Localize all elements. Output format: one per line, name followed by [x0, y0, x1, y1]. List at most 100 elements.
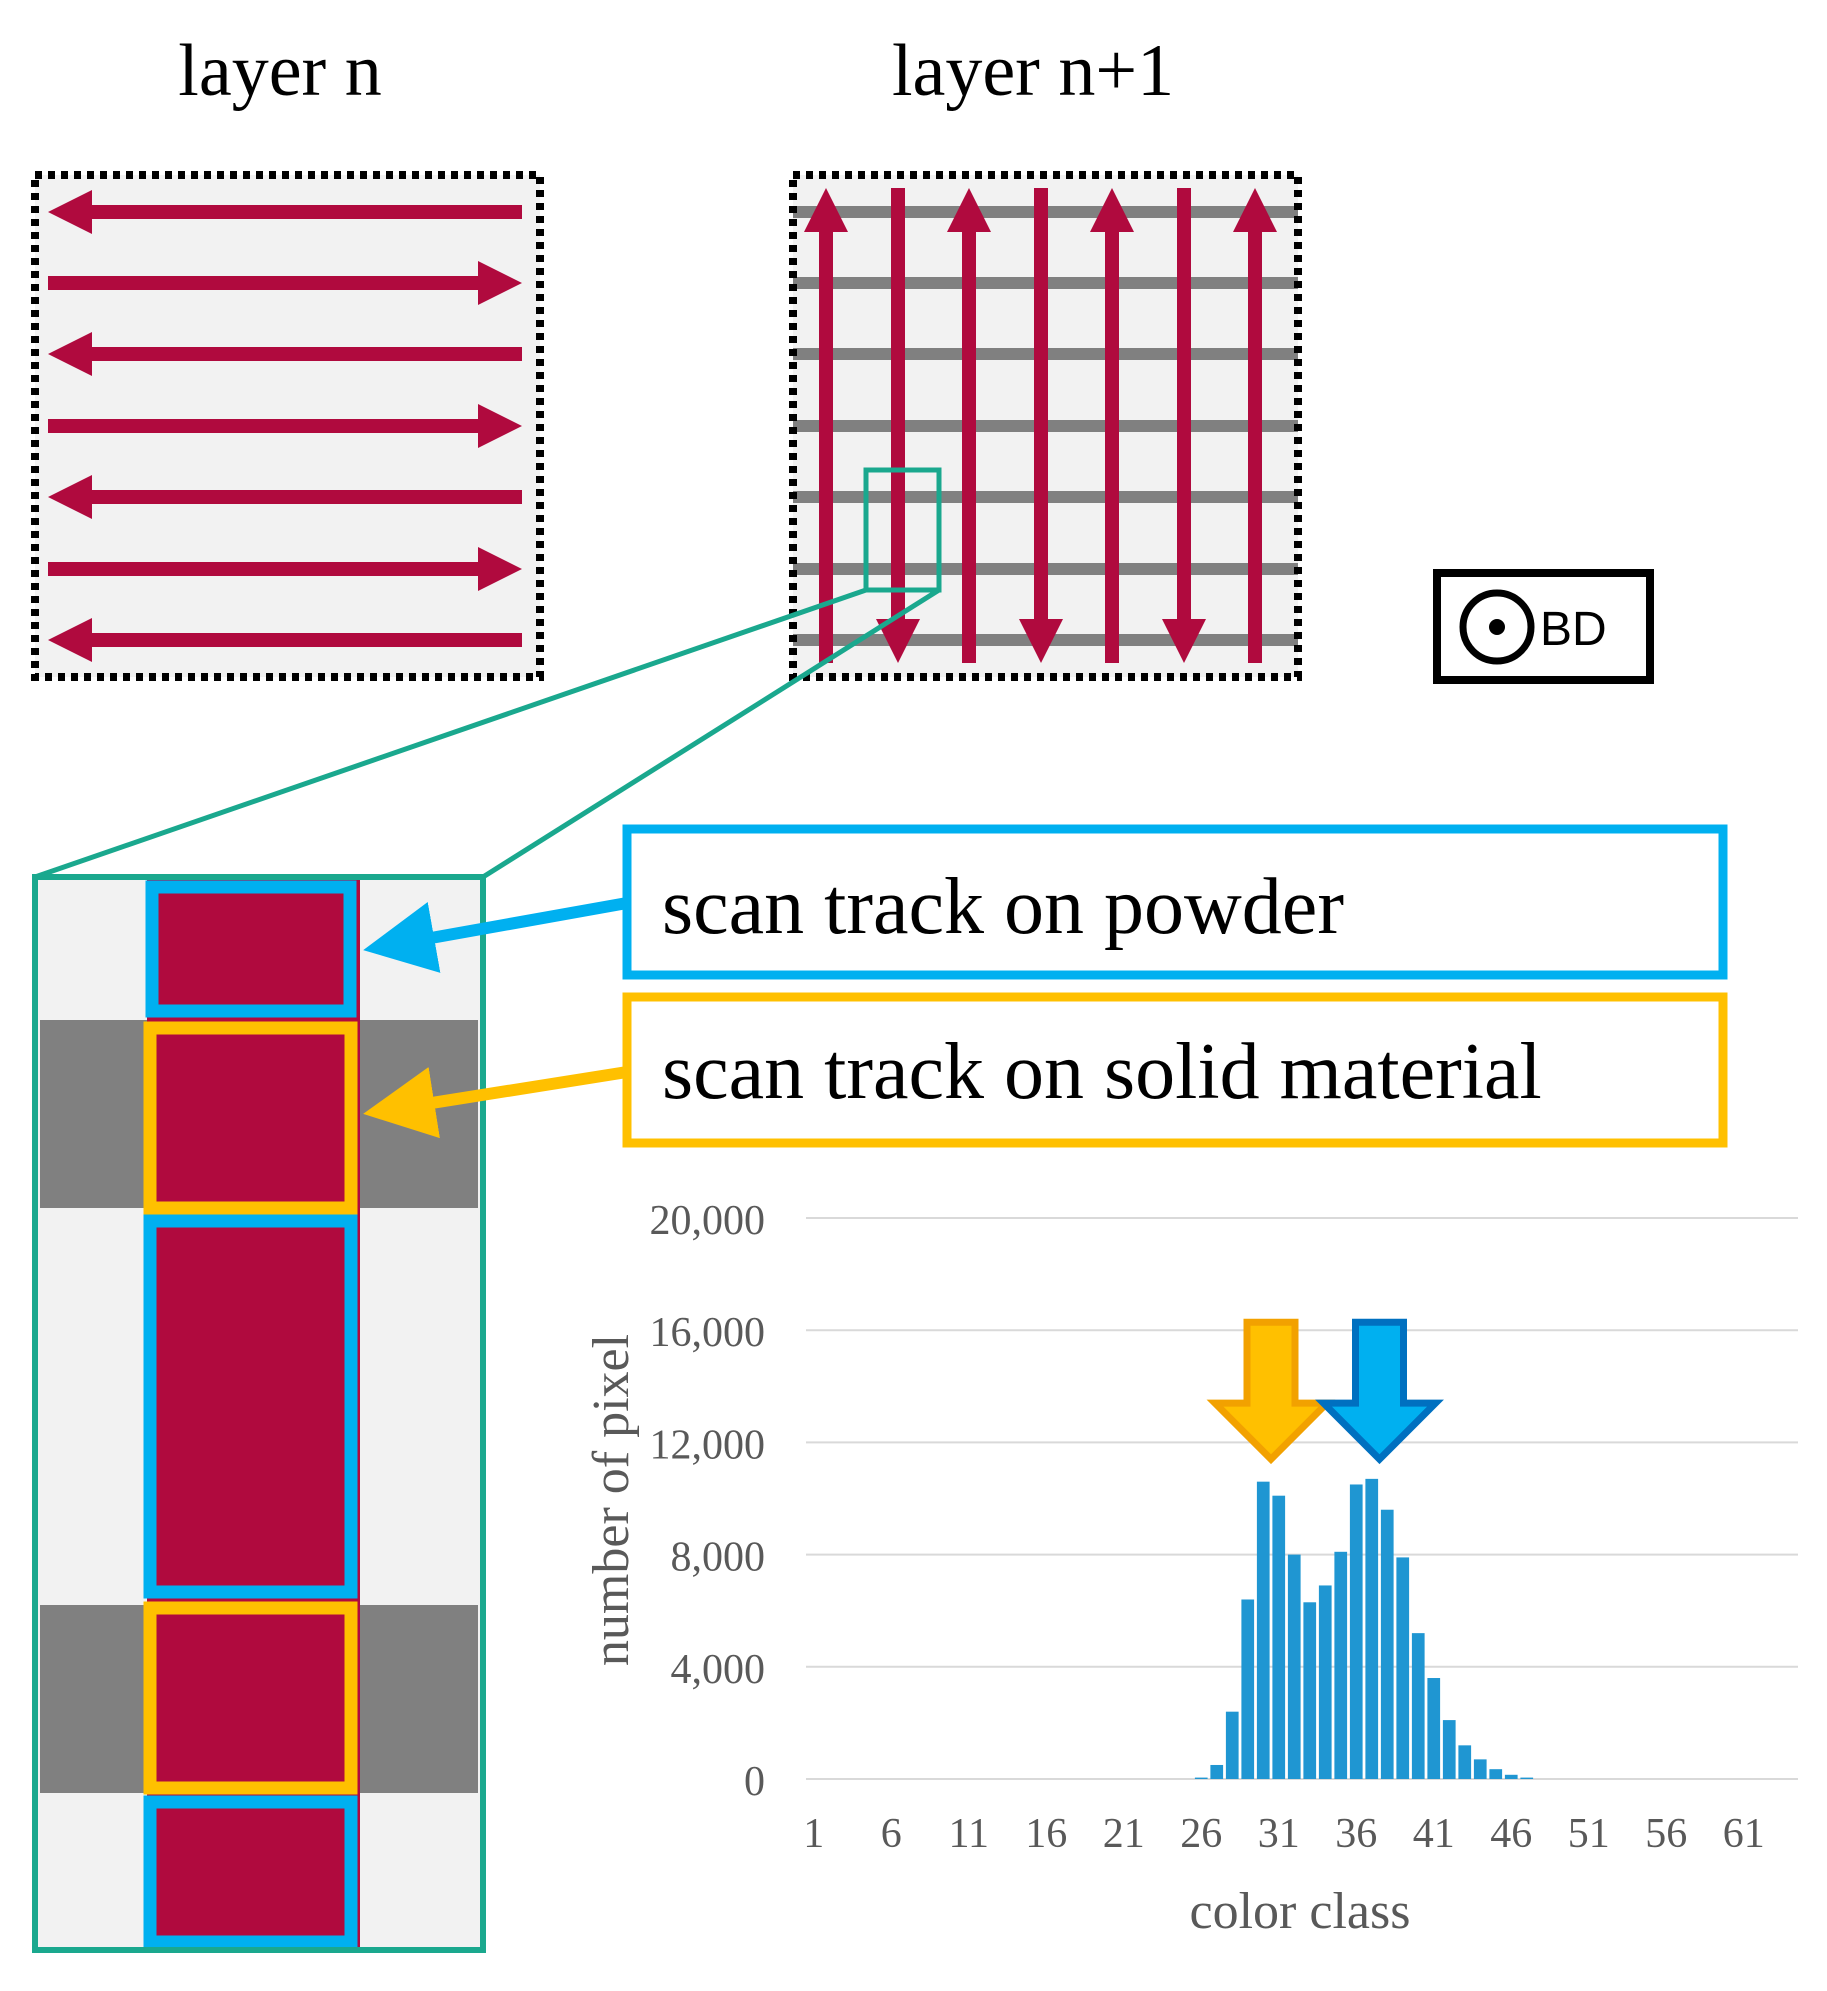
- chart-bar: [1365, 1478, 1379, 1779]
- powder-segment-2: [143, 1214, 358, 1599]
- scan-vector-shaft: [819, 230, 833, 663]
- chart-y-tick-label: 8,000: [671, 1535, 766, 1581]
- scan-vector-up: [1090, 188, 1134, 663]
- chart-x-tick-label: 51: [1568, 1811, 1610, 1857]
- zoom-region-marker: [863, 467, 942, 593]
- zoom-connector-left: [34, 587, 867, 880]
- chart-x-tick-label: 31: [1258, 1811, 1300, 1857]
- scan-vector-down: [1162, 188, 1206, 663]
- scan-vector-arrowhead: [1162, 619, 1206, 663]
- build-direction-indicator: BD: [1433, 569, 1654, 684]
- chart-peak-markers: [1206, 1318, 1444, 1465]
- scan-vector-arrowhead: [48, 190, 92, 234]
- chart-bar: [1194, 1777, 1208, 1779]
- chart-bars: [1194, 1478, 1534, 1779]
- scan-vector-shaft: [48, 276, 480, 290]
- scan-vector-right: [48, 404, 522, 448]
- chart-y-tick-label: 0: [744, 1759, 765, 1805]
- chart-bar: [1349, 1484, 1363, 1779]
- layer-n1-scan-vectors: [804, 188, 1277, 663]
- chart-bar: [1272, 1495, 1286, 1779]
- out-of-plane-icon: [1459, 589, 1535, 665]
- chart-x-tick-label: 21: [1103, 1811, 1145, 1857]
- chart-x-tick-label: 16: [1025, 1811, 1067, 1857]
- scan-vector-right: [48, 261, 522, 305]
- chart-bar: [1303, 1602, 1317, 1779]
- scan-vector-arrowhead: [48, 618, 92, 662]
- scan-vector-up: [804, 188, 848, 663]
- scan-vector-arrowhead: [48, 475, 92, 519]
- powder-segment-1: [145, 880, 357, 1018]
- layer-n1-panel: [789, 171, 1302, 681]
- zoom-border: [32, 874, 486, 1953]
- scan-vector-arrowhead: [876, 619, 920, 663]
- legend-solid-label: scan track on solid material: [662, 1028, 1542, 1116]
- chart-bar: [1287, 1554, 1301, 1779]
- scan-vector-arrowhead: [1233, 188, 1277, 232]
- layer-n1-title: layer n+1: [892, 30, 1174, 112]
- layer-n-panel: [31, 171, 544, 681]
- chart-y-tick-labels: 0 4,000 8,000 12,000 16,000 20,000: [650, 1198, 766, 1805]
- chart-x-tick-label: 11: [949, 1811, 989, 1857]
- layer-n-scan-vectors: [48, 190, 522, 662]
- chart-x-tick-label: 41: [1413, 1811, 1455, 1857]
- layer-n1-border: [789, 171, 1302, 681]
- legend: scan track on powder scan track on solid…: [363, 824, 1728, 1148]
- scan-vector-left: [48, 190, 522, 234]
- scan-vector-shaft: [90, 490, 522, 504]
- chart-x-tick-label: 56: [1645, 1811, 1687, 1857]
- scan-vector-shaft: [1177, 188, 1191, 621]
- chart-x-tick-label: 36: [1335, 1811, 1377, 1857]
- chart-bar: [1225, 1711, 1239, 1779]
- chart-bar: [1334, 1551, 1348, 1779]
- chart-y-tick-label: 4,000: [671, 1647, 766, 1693]
- chart-bar: [1427, 1678, 1441, 1779]
- chart-y-tick-label: 12,000: [650, 1422, 766, 1468]
- scan-vector-arrowhead: [48, 332, 92, 376]
- scan-vector-down: [1019, 188, 1063, 663]
- chart-x-tick-label: 61: [1723, 1811, 1765, 1857]
- solid-pointer-arrow: [363, 1066, 628, 1139]
- scan-vector-left: [48, 332, 522, 376]
- chart-bar: [1473, 1759, 1487, 1779]
- solid-segment-2: [143, 1601, 358, 1795]
- zoom-detail-panel: [32, 874, 486, 1953]
- scan-vector-right: [48, 547, 522, 591]
- scan-vector-shaft: [90, 633, 522, 647]
- chart-bar: [1210, 1764, 1224, 1779]
- scan-vector-left: [48, 618, 522, 662]
- chart-gridlines: [806, 1217, 1798, 1780]
- chart-bar: [1411, 1633, 1425, 1779]
- chart-bar: [1396, 1557, 1410, 1779]
- chart-bar: [1442, 1720, 1456, 1779]
- solid-segment-1: [143, 1021, 358, 1215]
- layer-n-border: [31, 171, 544, 681]
- chart-x-tick-label: 46: [1490, 1811, 1532, 1857]
- scan-vector-shaft: [48, 419, 480, 433]
- scan-vector-arrowhead: [478, 547, 522, 591]
- current-scan-track: [147, 878, 360, 1950]
- chart-x-tick-label: 6: [881, 1811, 902, 1857]
- chart-bar: [1458, 1745, 1472, 1779]
- scan-vector-arrowhead: [1019, 619, 1063, 663]
- scan-vector-shaft: [891, 188, 905, 621]
- chart-bar: [1520, 1777, 1534, 1779]
- scan-vector-arrowhead: [478, 261, 522, 305]
- chart-y-tick-label: 20,000: [650, 1198, 766, 1244]
- chart-y-tick-label: 16,000: [650, 1310, 766, 1356]
- legend-powder-label: scan track on powder: [662, 863, 1344, 951]
- peak-marker-powder-icon: [1315, 1318, 1444, 1465]
- chart-bar: [1318, 1585, 1332, 1779]
- scan-vector-up: [947, 188, 991, 663]
- zoom-connector-right: [481, 587, 941, 880]
- legend-solid-box: [622, 992, 1728, 1148]
- scan-vector-down: [876, 188, 920, 663]
- chart-x-axis-label: color class: [1190, 1883, 1411, 1940]
- scan-vector-arrowhead: [804, 188, 848, 232]
- scan-vector-shaft: [1105, 230, 1119, 663]
- chart-x-tick-label: 1: [803, 1811, 824, 1857]
- chart-bar: [1489, 1769, 1503, 1779]
